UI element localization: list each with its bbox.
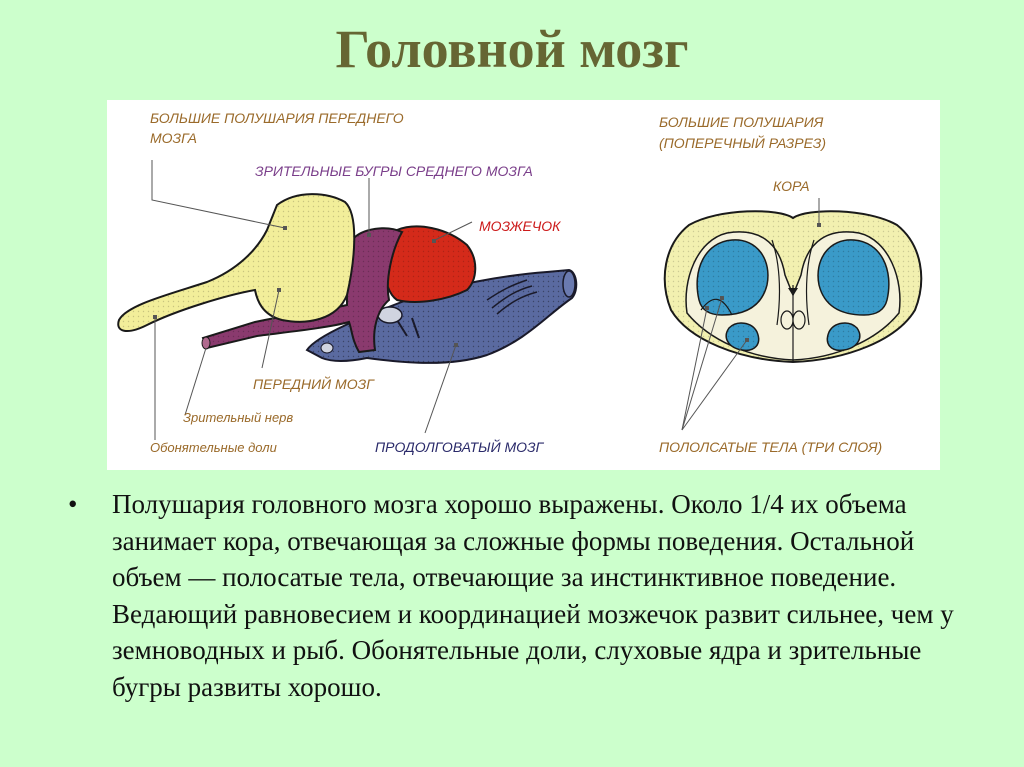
right-leader-dots (705, 223, 821, 342)
label-cross-title-line2: (ПОПЕРЕЧНЫЙ РАЗРЕЗ) (659, 135, 827, 151)
label-forebrain: ПЕРЕДНИЙ МОЗГ (253, 376, 374, 392)
label-optic-lobes: ЗРИТЕЛЬНЫЕ БУГРЫ СРЕДНЕГО МОЗГА (255, 163, 533, 179)
cross-section-shape (663, 210, 923, 364)
brain-diagram-illustration (117, 160, 923, 440)
label-hemispheres-line2: МОЗГА (150, 130, 198, 146)
right-leader-lines (681, 198, 820, 431)
label-cortex: КОРА (773, 178, 810, 194)
label-optic-nerve: Зрительный нерв (183, 410, 294, 425)
bullet-marker: • (68, 489, 78, 519)
label-striatum: ПОЛОЛСАТЫЕ ТЕЛА (ТРИ СЛОЯ) (659, 439, 883, 455)
left-leader-dots (153, 226, 458, 347)
slide-title: Головной мозг (335, 19, 689, 79)
label-medulla: ПРОДОЛГОВАТЫЙ МОЗГ (375, 439, 544, 455)
hemispheres-shape (117, 193, 356, 332)
left-leader-lines (151, 160, 473, 440)
label-cerebellum: МОЗЖЕЧОК (479, 218, 561, 234)
brain-figure: БОЛЬШИЕ ПОЛУШАРИЯ ПЕРЕДНЕГО МОЗГА ЗРИТЕЛ… (107, 100, 940, 470)
label-hemispheres-line1: БОЛЬШИЕ ПОЛУШАРИЯ ПЕРЕДНЕГО (150, 110, 404, 126)
bullet-item: • Полушария головного мозга хорошо выраж… (68, 486, 988, 705)
bullet-text: Полушария головного мозга хорошо выражен… (112, 489, 954, 702)
label-olfactory-lobes: Обонятельные доли (150, 440, 277, 455)
label-cross-title-line1: БОЛЬШИЕ ПОЛУШАРИЯ (659, 114, 824, 130)
body-bullet-list: • Полушария головного мозга хорошо выраж… (68, 486, 988, 705)
